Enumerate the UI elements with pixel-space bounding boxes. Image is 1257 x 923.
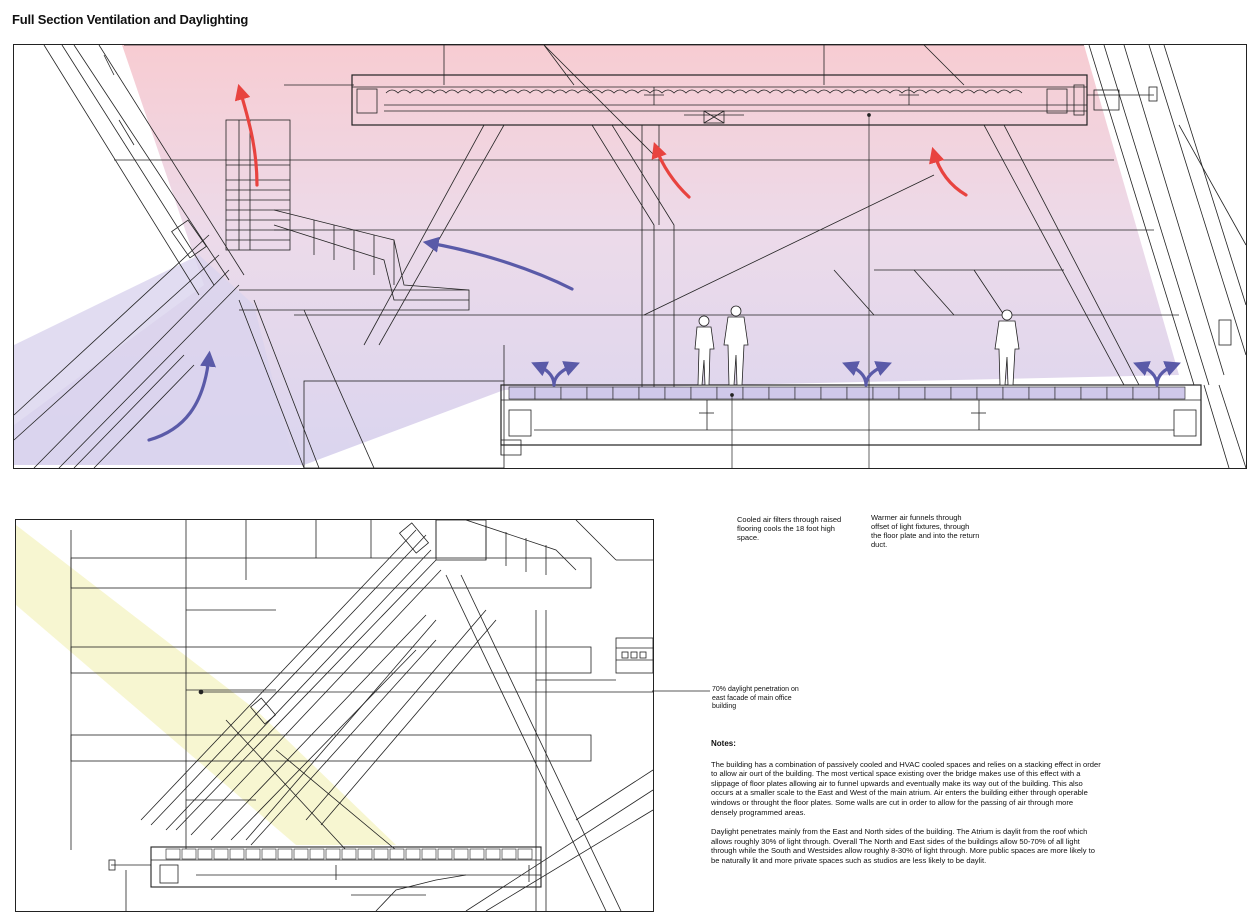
notes-block: Notes: The building has a combination of… — [711, 739, 1101, 876]
cool-air-arrows — [147, 236, 1181, 442]
callout-daylight: 70% daylight penetration on east facade … — [712, 686, 799, 710]
air-zone-atrium — [14, 45, 1179, 465]
bridge-floor-cells — [165, 848, 533, 860]
people-silhouettes — [694, 305, 1020, 386]
daylight-section-svg — [16, 520, 653, 911]
callout-cooled-air: Cooled air filters through raised floori… — [737, 515, 842, 542]
warm-air-arrows — [234, 83, 968, 199]
notes-paragraph-daylight: Daylight penetrates mainly from the East… — [711, 827, 1095, 865]
daylight-wedge — [16, 525, 396, 845]
notes-heading: Notes: — [711, 739, 736, 748]
ventilation-section-drawing — [13, 44, 1247, 469]
daylight-leader-extension — [652, 690, 710, 692]
raised-floor — [508, 386, 1186, 400]
leader-lines — [730, 113, 871, 468]
daylight-leader-line — [198, 689, 653, 695]
page-title: Full Section Ventilation and Daylighting — [12, 12, 249, 27]
air-zone-left — [14, 255, 294, 465]
ventilation-section-svg — [14, 45, 1246, 468]
daylight-section-drawing — [15, 519, 654, 912]
callout-warm-air: Warmer air funnels through offset of lig… — [871, 513, 980, 549]
notes-paragraph-ventilation: The building has a combination of passiv… — [711, 759, 1101, 817]
